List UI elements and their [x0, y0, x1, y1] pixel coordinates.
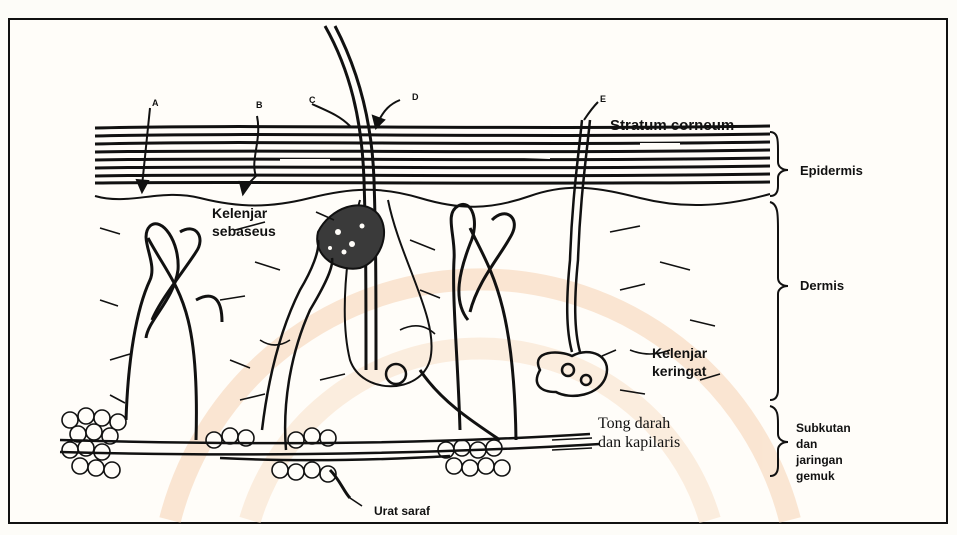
label-subkutan-line1: Subkutan	[796, 420, 851, 436]
dermo-epidermal-junction	[95, 188, 770, 207]
label-urat-saraf: Urat saraf	[374, 503, 430, 520]
label-subkutan-line4: gemuk	[796, 468, 851, 484]
label-epidermis: Epidermis	[800, 162, 863, 179]
label-kelenjar-sebaseus-line1: Kelenjar	[212, 204, 276, 222]
epidermis-layer	[95, 126, 770, 183]
sweat-gland	[537, 120, 607, 396]
label-subkutan-group: Subkutan dan jaringan gemuk	[796, 420, 851, 484]
label-kelenjar-keringat-line1: Kelenjar	[652, 344, 707, 362]
label-kelenjar-keringat-line2: keringat	[652, 362, 707, 380]
label-pembuluh-darah: Tong darah dan kapilaris	[598, 414, 680, 452]
sebaceous-gland	[317, 205, 384, 268]
label-kelenjar-sebaseus-line2: sebaseus	[212, 222, 276, 240]
label-subkutan-line2: dan	[796, 436, 851, 452]
layer-braces	[770, 132, 788, 476]
capillary-loops-right	[420, 204, 516, 440]
hair-and-follicle	[325, 26, 432, 386]
label-kelenjar-sebaseus: Kelenjar sebaseus	[212, 204, 276, 240]
label-letter-c: C	[309, 95, 316, 105]
label-pembuluh-line2: dan kapilaris	[598, 433, 680, 452]
watermark	[170, 279, 790, 520]
label-letter-b: B	[256, 100, 263, 110]
label-stratum-corneum: Stratum corneum	[610, 117, 734, 134]
label-letter-e: E	[600, 94, 606, 104]
label-letter-a: A	[152, 98, 159, 108]
fat-cluster-left	[62, 408, 126, 478]
capillary-loops-left	[126, 224, 222, 440]
nerve-fiber	[330, 470, 350, 498]
label-letter-d: D	[412, 92, 419, 102]
fat-cluster-right	[438, 440, 510, 476]
label-kelenjar-keringat: Kelenjar keringat	[652, 344, 707, 380]
label-pembuluh-line1: Tong darah	[598, 414, 680, 433]
label-dermis: Dermis	[800, 277, 844, 294]
label-subkutan-line3: jaringan	[796, 452, 851, 468]
